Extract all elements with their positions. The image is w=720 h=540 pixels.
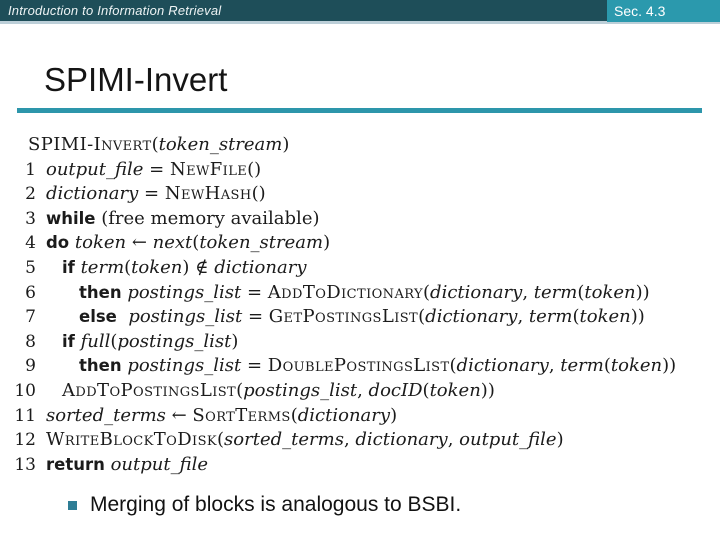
code-line-12: 12 WriteBlockToDisk(sorted_terms, diction…: [14, 428, 714, 453]
code-line-content: if full(postings_list): [62, 330, 239, 352]
code-line-content: if term(token) ∉ dictionary: [62, 256, 307, 278]
code-line-content: then postings_list = AddToDictionary(dic…: [79, 281, 650, 303]
bullet-text: Merging of blocks is analogous to BSBI.: [90, 493, 462, 516]
code-line-11: 11 sorted_terms ← SortTerms(dictionary): [14, 404, 714, 429]
code-line-content: SPIMI-Invert(token_stream): [28, 134, 290, 155]
code-line-number: 1: [25, 159, 36, 180]
code-line-2: 2 dictionary = NewHash(): [14, 182, 714, 207]
breadcrumb: Introduction to Information Retrieval: [8, 3, 222, 18]
code-line-content: output_file = NewFile(): [46, 158, 262, 180]
code-line-number: 2: [25, 184, 36, 205]
slide-header-bar: [0, 0, 720, 21]
code-line-9: 9 then postings_list = DoublePostingsList…: [14, 354, 714, 379]
code-line-5: 5 if term(token) ∉ dictionary: [14, 256, 714, 281]
code-line-number: 11: [14, 405, 36, 426]
code-line-header: SPIMI-Invert(token_stream): [14, 133, 714, 158]
code-line-number: 5: [25, 257, 36, 278]
code-line-number: 13: [14, 454, 36, 475]
title-rule: [17, 108, 702, 113]
code-line-number: 6: [25, 282, 36, 303]
code-line-number: 4: [25, 233, 36, 254]
section-badge: Sec. 4.3: [607, 0, 720, 22]
code-line-number: 10: [14, 380, 36, 401]
code-line-number: 12: [14, 430, 36, 451]
code-line-content: sorted_terms ← SortTerms(dictionary): [46, 404, 398, 426]
code-line-number: 9: [25, 356, 36, 377]
code-line-1: 1 output_file = NewFile(): [14, 158, 714, 183]
code-line-7: 7 else postings_list = GetPostingsList(di…: [14, 305, 714, 330]
code-line-content: dictionary = NewHash(): [46, 183, 266, 205]
page-title: SPIMI-Invert: [44, 61, 228, 98]
code-line-number: 8: [25, 331, 36, 352]
code-line-10: 10 AddToPostingsList(postings_list, docID…: [14, 379, 714, 404]
code-line-content: then postings_list = DoublePostingsList(…: [79, 355, 677, 377]
code-line-content: AddToPostingsList(postings_list, docID(t…: [62, 379, 495, 401]
code-line-4: 4 do token ← next(token_stream): [14, 231, 714, 256]
code-line-8: 8 if full(postings_list): [14, 330, 714, 355]
code-line-content: return output_file: [46, 453, 209, 475]
header-underline: [0, 21, 720, 24]
bullet-list-item: Merging of blocks is analogous to BSBI.: [68, 493, 461, 517]
code-line-content: while (free memory available): [46, 207, 320, 229]
code-line-3: 3 while (free memory available): [14, 207, 714, 232]
code-line-13: 13 return output_file: [14, 453, 714, 478]
bullet-square-icon: [68, 501, 77, 510]
code-line-content: WriteBlockToDisk(sorted_terms, dictionar…: [46, 429, 564, 451]
code-line-number: 7: [25, 307, 36, 328]
code-line-6: 6 then postings_list = AddToDictionary(di…: [14, 281, 714, 306]
code-line-number: 3: [25, 208, 36, 229]
code-line-content: do token ← next(token_stream): [46, 232, 331, 254]
code-line-content: else postings_list = GetPostingsList(dic…: [79, 306, 645, 328]
pseudocode-block: SPIMI-Invert(token_stream) 1 output_file =…: [14, 133, 714, 477]
